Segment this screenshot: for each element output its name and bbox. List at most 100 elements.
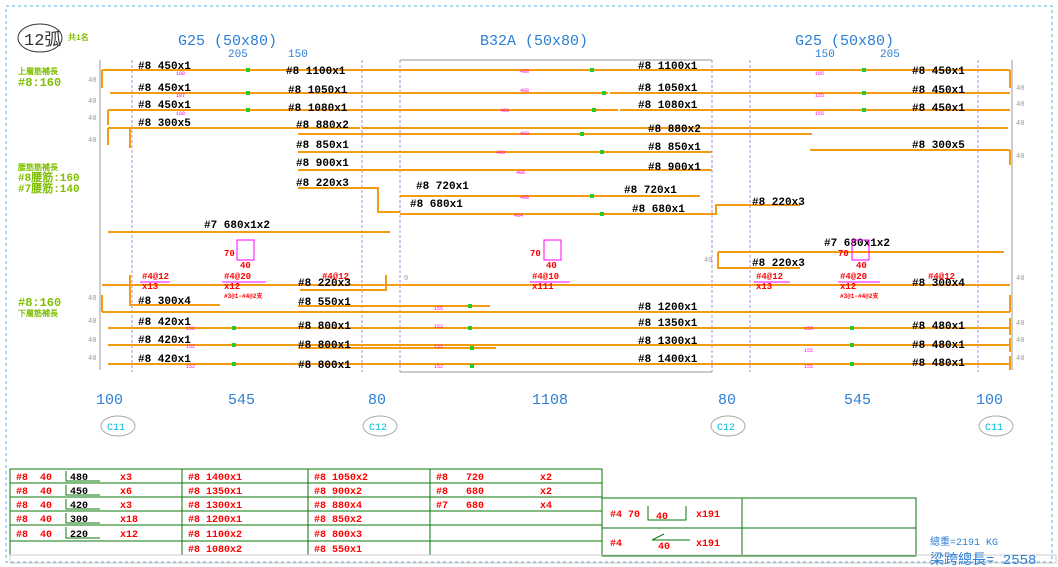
stirrup-count: x111 [532,282,554,292]
rebar-label: #8 420x1 [138,335,191,347]
stirrup-bar: #4 [610,539,622,550]
rebar-label: #8 300x4 [912,278,965,290]
rebar-label: #8 480x1 [912,358,965,370]
stirrup-width-dim: 40 [856,261,867,271]
stirrup-spacing: #4@20 [224,272,251,282]
stirrup-box-dim: 70 [838,249,849,259]
table-bar: #8 [436,473,448,484]
stirrup-width-dim: 40 [546,261,557,271]
table-hook: 40 [40,530,52,541]
column-tag: C11 [107,423,125,434]
table-len: 450 [70,487,88,498]
rebar-label: #8 1080x1 [288,103,348,115]
rebar-label: #8 720x1 [624,185,677,197]
svg-text:488: 488 [520,88,529,94]
svg-text:488: 488 [496,150,505,156]
rebar-label: #8 880x2 [648,124,701,136]
stirrup-shape-1 [647,506,687,521]
svg-text:152: 152 [434,324,443,330]
stirrup-spacing: #4@12 [756,272,783,282]
note-bot-val: #8:160 [18,296,61,310]
table-cell: #8 1100x2 [188,530,242,541]
rebar-schedule-table [9,468,1057,564]
svg-text:40: 40 [88,295,96,303]
svg-text:40: 40 [1016,355,1024,363]
stirrup-b: 40 [656,512,668,523]
svg-text:152: 152 [186,326,195,332]
rebar-label: #8 450x1 [138,100,191,112]
rebar-label: #8 420x1 [138,317,191,329]
beam-right-title: G25 (50x80) [795,33,894,50]
span-dim: 80 [368,392,386,409]
column-tag: C12 [717,423,735,434]
svg-text:40: 40 [1016,120,1024,128]
svg-text:40: 40 [1016,153,1024,161]
stirrup-width-dim: 40 [240,261,251,271]
svg-text:155: 155 [815,93,824,99]
table-hook: 40 [40,515,52,526]
note-bot-label: 下層筋補長 [18,308,59,319]
stirrup-symbols [236,239,870,261]
beam-center-title: B32A (50x80) [480,33,588,50]
rebar-label: #8 800x1 [298,360,351,372]
rebar-label: #8 450x1 [912,85,965,97]
note-mid-label1: 腰筋筋補長 [17,162,59,173]
beam-left-title: G25 (50x80) [178,33,277,50]
rebar-label: #7 680x1x2 [204,220,270,232]
rebar-label: #8 420x1 [138,354,191,366]
svg-text:0: 0 [404,275,408,283]
dim-right-2: 205 [880,49,900,61]
column-tag: C12 [369,423,387,434]
table-hook: 40 [40,501,52,512]
rebar-label: #8 1080x1 [638,100,698,112]
svg-text:40: 40 [88,337,96,345]
svg-text:188: 188 [176,71,185,77]
svg-text:185: 185 [815,71,824,77]
svg-text:40: 40 [1016,320,1024,328]
svg-text:155: 155 [804,326,813,332]
svg-text:40: 40 [88,115,96,123]
table-bar: #7 [436,501,448,512]
svg-text:188: 188 [176,111,185,117]
title-circle [17,23,63,53]
rebar-label: #8 850x1 [296,140,349,152]
svg-text:40: 40 [88,355,96,363]
table-bar: #8 [16,530,28,541]
rebar-label: #8 850x1 [648,142,701,154]
table-cell: #8 1300x1 [188,501,242,512]
rebar-label: #8 220x3 [298,278,351,290]
svg-text:488: 488 [516,170,525,176]
rebar-markers [232,68,866,368]
dim-left-2: 150 [288,49,308,61]
rebar-label: #8 1400x1 [638,354,698,366]
rebar-label: #8 800x1 [298,321,351,333]
table-bar: #8 [16,487,28,498]
table-cell: #8 900x2 [314,487,362,498]
stirrup-spacing: #4@12 [322,272,349,282]
stirrup-box-dim: 70 [530,249,541,259]
svg-text:488: 488 [500,108,509,114]
table-cell: #8 1350x1 [188,487,242,498]
table-qty: x18 [120,515,138,526]
total-length: 梁跨總長= 2558 [930,551,1036,567]
rebar-lines [101,69,1011,370]
svg-text:187: 187 [176,93,185,99]
title-subtitle: 共1名 [68,32,89,43]
svg-text:40: 40 [1016,275,1024,283]
table-hook: 40 [40,487,52,498]
note-top-label: 上層筋補長 [18,66,59,77]
rebar-label: #8 300x5 [912,140,965,152]
rebar-label: #8 450x1 [138,61,191,73]
rebar-label: #8 1050x1 [638,83,698,95]
stirrup-count: x12 [840,282,856,292]
column-markers [100,415,1014,437]
stirrup-qty: x191 [696,539,720,550]
svg-text:152: 152 [434,364,443,370]
span-dim: 545 [228,392,255,409]
span-dim: 100 [976,392,1003,409]
table-qty: x6 [120,487,132,498]
rebar-label: #8 1100x1 [638,61,698,73]
table-qty: x12 [120,530,138,541]
